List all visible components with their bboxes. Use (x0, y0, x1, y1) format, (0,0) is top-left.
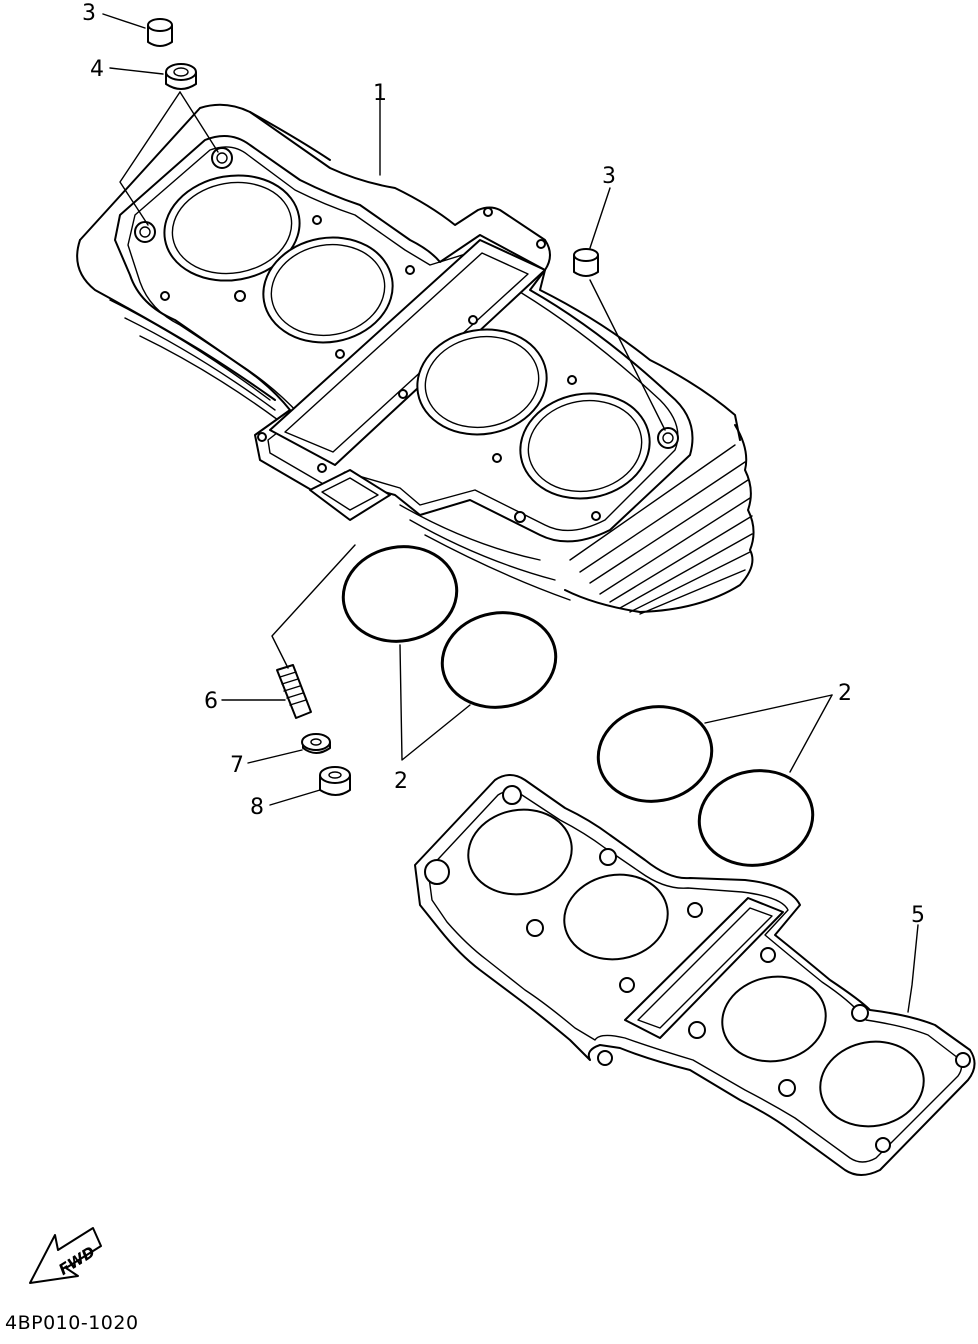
collar-ring (165, 63, 197, 90)
callout-4: 4 (90, 57, 104, 82)
o-ring (596, 705, 714, 803)
callout-7: 7 (230, 753, 244, 778)
o-ring (341, 545, 459, 643)
dowel-pin-right (573, 248, 599, 277)
o-ring (440, 611, 558, 709)
fwd-arrow: FWD (29, 1227, 102, 1284)
cylinder-block (76, 103, 755, 615)
diagram-code: 4BP010-1020 (5, 1312, 139, 1334)
callout-3-top: 3 (82, 1, 96, 26)
cam-chain-tunnel (269, 239, 546, 466)
callout-8: 8 (250, 795, 264, 820)
dowel-pin-top (147, 18, 173, 47)
callout-2-right: 2 (838, 681, 852, 706)
callout-3-right: 3 (602, 164, 616, 189)
leader-lines (102, 13, 919, 1013)
callout-1: 1 (373, 81, 387, 106)
o-rings (341, 545, 815, 867)
cylinder-gasket (414, 774, 976, 1176)
cooling-fins (109, 299, 755, 615)
block-outline-left (79, 103, 741, 441)
stud-bolt (276, 664, 312, 719)
block-bolt-holes (134, 147, 679, 523)
washer (301, 733, 331, 754)
callout-5: 5 (911, 903, 925, 928)
nut (319, 766, 351, 796)
o-ring (697, 769, 815, 867)
callout-6: 6 (204, 689, 218, 714)
cylinder-bores (163, 174, 651, 500)
callout-2-left: 2 (394, 769, 408, 794)
